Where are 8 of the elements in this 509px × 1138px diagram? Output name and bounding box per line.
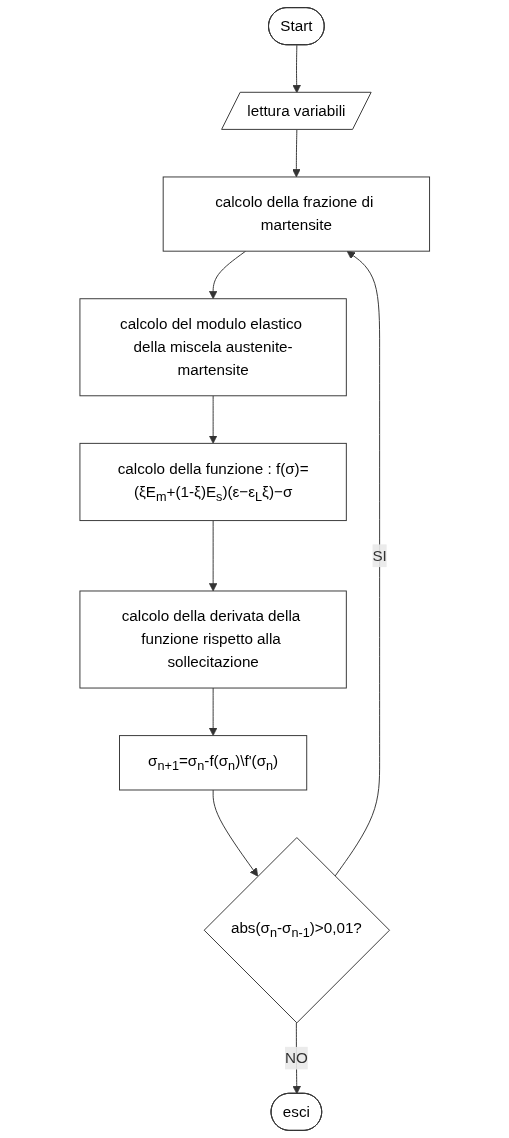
edge-label: NO [284, 1049, 308, 1066]
node-box: calcolo della derivata della funzione rispetto alla sollecitazione [79, 590, 347, 689]
node-box: calcolo della frazione di martensite [162, 176, 430, 252]
node-box: σ$_{n+1}$=σ$_{n}$-f(σ$_{n}$)\f'(σ$_{n}$) [118, 735, 307, 791]
node-box: calcolo del modulo elastico della miscela austenite-martensite [79, 298, 347, 397]
edge-label: SI [372, 547, 387, 564]
node-box: calcolo della funzione : f(σ)=(ξE$_{m}$+(1-ξ)E$_{s}$)(ε−ε$_{L}$ξ)−σ [79, 442, 347, 522]
node-diamond: abs(σ$_{n}$-σ$_{n-1}$)>0,01? [203, 837, 390, 1024]
